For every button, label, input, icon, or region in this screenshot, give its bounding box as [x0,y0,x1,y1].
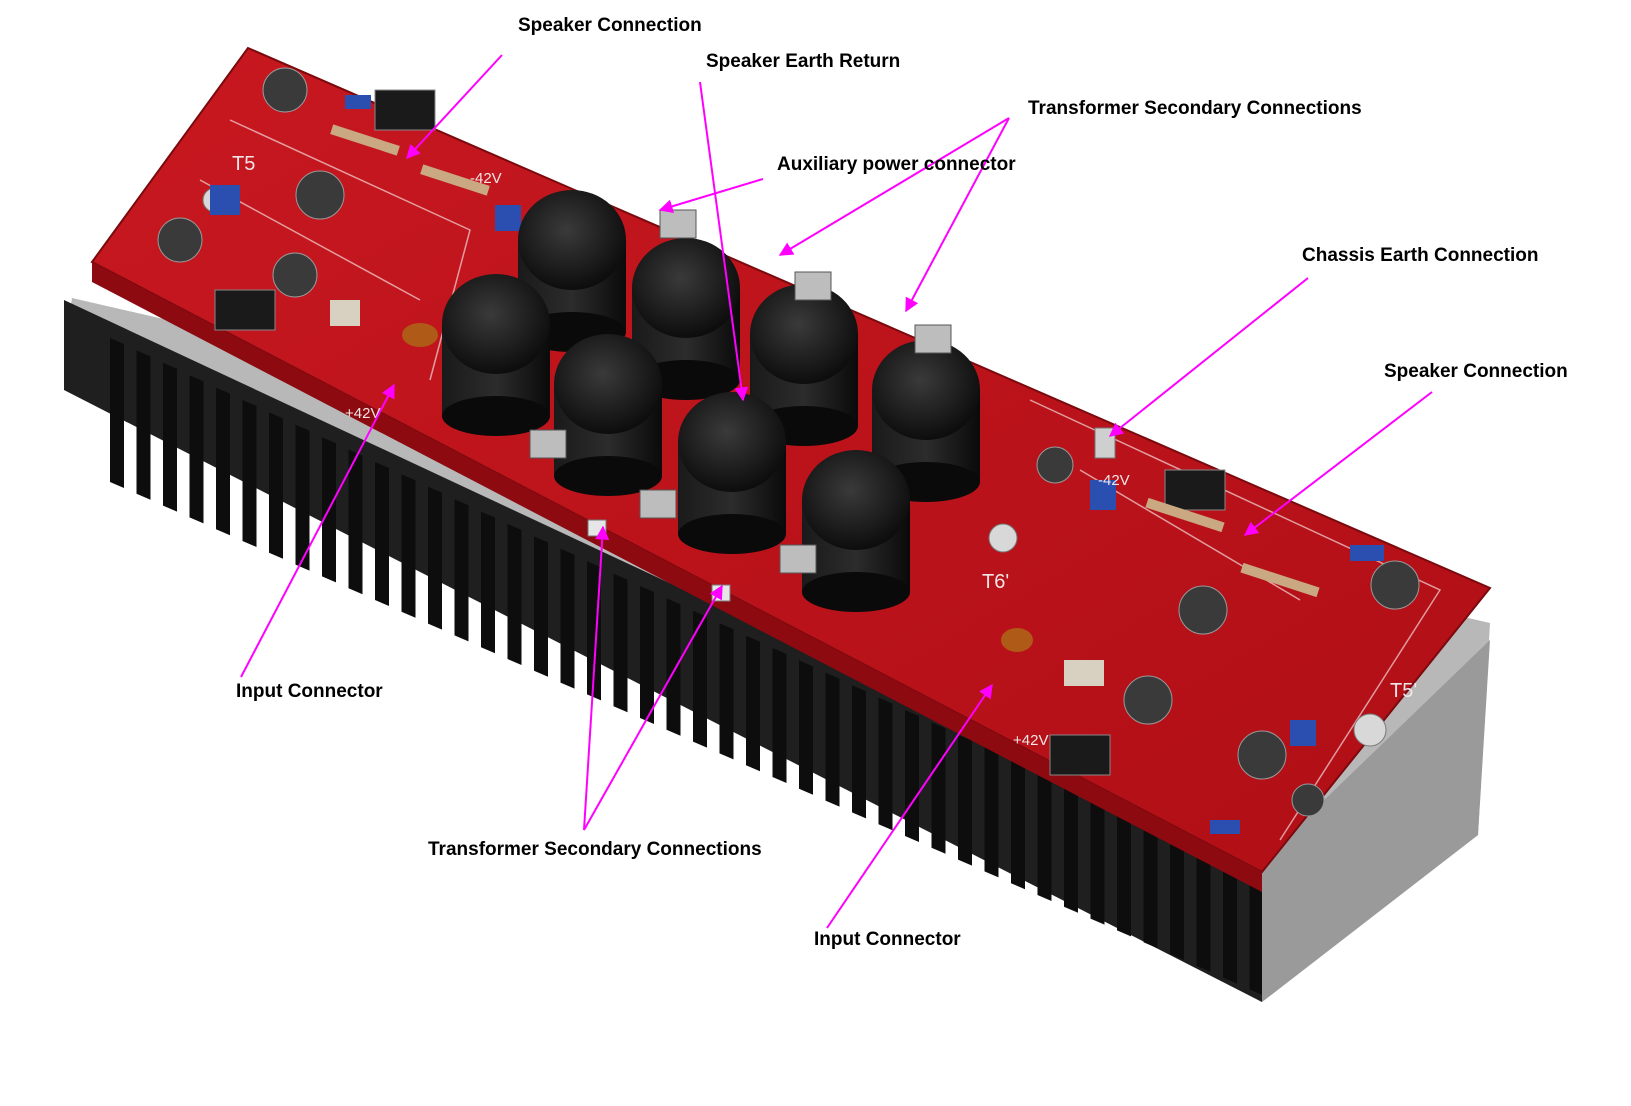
heatsink-fin [878,697,893,831]
heatsink-fin [1143,821,1158,949]
pcb-board [90,46,1492,892]
label-speaker-connection-top: Speaker Connection [518,15,702,36]
capacitor [678,392,786,554]
label-input-connector-left: Input Connector [236,681,383,702]
heatsink-fin [401,474,416,618]
annotation-arrow [905,117,1010,313]
annotation-arrow [583,584,723,831]
annotation-arrows [240,54,1433,929]
heatsink [64,298,1490,1002]
heatsink-fin [428,486,442,630]
heatsink-fin [719,623,734,760]
heatsink-fin [666,598,681,736]
capacitor [554,334,662,496]
heatsink-fin [481,511,495,654]
silk-plus-42v-right: +42V [1013,732,1048,749]
heatsink-fin [1037,772,1052,901]
heatsink-fin [269,412,283,559]
heatsink-fin [507,524,522,665]
heatsink-fin [613,573,628,713]
annotation-arrow [1243,391,1433,536]
heatsink-fin [852,685,866,819]
heatsink-fin [1196,846,1211,972]
heatsink-fins [110,338,1264,996]
label-transformer-secondary-bottom: Transformer Secondary Connections [428,839,762,860]
heatsink-fin [136,350,151,500]
heatsink-fin [216,387,230,536]
heatsink-fin [772,648,787,783]
silk-minus-42v-right: -42V [1098,472,1130,489]
heatsink-fin [746,635,760,772]
small-components [157,67,1420,834]
silkscreen-text: -42V +42V -42V +42V T5 T5' T6' [232,153,1417,749]
heatsink-fin [799,660,813,795]
heatsink-fin [295,424,310,571]
annotation-arrow [778,117,1010,256]
label-auxiliary-power: Auxiliary power connector [777,154,1016,175]
label-speaker-connection-right: Speaker Connection [1384,361,1568,382]
annotation-arrow [699,81,749,402]
filter-capacitors [442,190,980,612]
heatsink-fin [534,536,548,677]
heatsink-fin [825,672,840,807]
annotation-arrow [1108,277,1309,437]
heatsink-fin [242,400,257,547]
heatsink-fin [348,449,363,595]
heatsink-fin [1249,871,1264,996]
heatsink-fin [984,747,999,878]
heatsink-fin [454,499,469,642]
annotation-arrow [240,383,395,678]
annotation-arrow [658,178,764,214]
heatsink-fin [931,722,946,854]
heatsink-fin [1090,796,1105,925]
capacitor [802,450,910,612]
label-input-connector-bottom: Input Connector [814,929,961,950]
heatsink-fin [958,734,972,866]
heatsink-fin [640,586,654,724]
heatsink-fin [1064,784,1078,913]
annotation-arrow [406,54,503,160]
heatsink-fin [587,561,601,701]
silk-plus-42v-left: +42V [345,405,380,422]
heatsink-fin [560,548,575,689]
annotation-arrow [583,525,610,831]
heatsink-fin [163,362,177,512]
silk-minus-42v-left: -42V [470,170,502,187]
heatsink-fin [905,710,919,842]
heatsink-fin [110,338,124,488]
heatsink-fin [1117,809,1131,937]
label-chassis-earth: Chassis Earth Connection [1302,245,1539,266]
heatsink-fin [375,462,389,606]
heatsink-fin [1223,858,1237,984]
annotation-arrow [826,683,993,929]
heatsink-fin [693,610,707,748]
heatsink-fin [1011,759,1025,890]
silk-t5-right: T5' [1390,680,1417,702]
heatsink-fin [1170,834,1184,960]
capacitor [442,274,550,436]
silk-t5-left: T5 [232,153,255,175]
heatsink-fin [189,375,204,524]
label-speaker-earth-return: Speaker Earth Return [706,51,901,72]
silk-t6-right: T6' [982,571,1009,593]
label-transformer-secondary-top: Transformer Secondary Connections [1028,98,1362,119]
